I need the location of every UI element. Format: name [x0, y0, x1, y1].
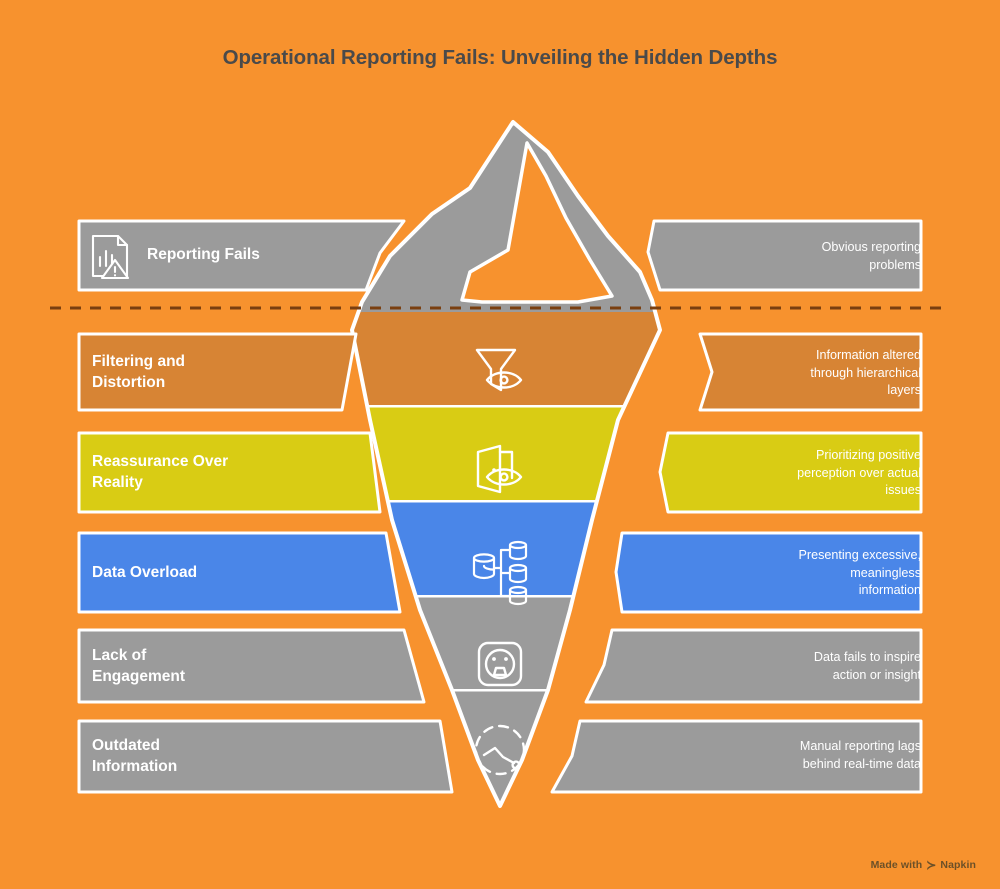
left-label-lack-of-engagement: Lack of Engagement	[92, 647, 186, 685]
power-outlet-icon	[477, 641, 523, 687]
database-tree-icon	[472, 540, 528, 606]
left-banner-reporting-fails[interactable]	[77, 219, 406, 292]
left-label-reassurance-over-reality: Reassurance Over Reality	[92, 453, 229, 491]
left-banner-data-overload[interactable]	[77, 531, 402, 614]
dashed-clock-icon	[474, 724, 526, 776]
document-chart-warning-icon	[85, 230, 137, 282]
left-banner-filtering-and-distortion[interactable]	[77, 332, 358, 412]
left-label-outdated-information: Outdated Information	[92, 737, 178, 775]
left-label-filtering-and-distortion: Filtering and Distortion	[92, 353, 185, 391]
right-desc-data-overload: Presenting excessive, meaningless inform…	[798, 548, 921, 597]
watermark-prefix: Made with	[870, 859, 923, 871]
right-banner-data-overload[interactable]	[614, 531, 923, 614]
right-desc-filtering-and-distortion: Information altered through hierarchical…	[810, 348, 921, 397]
right-desc-lack-of-engagement: Data fails to inspire action or insight	[813, 650, 921, 682]
right-desc-reassurance-over-reality: Prioritizing positive perception over ac…	[797, 448, 921, 497]
left-banner-lack-of-engagement[interactable]	[77, 628, 426, 704]
right-banner-outdated-information[interactable]	[550, 719, 923, 794]
left-banner-outdated-information[interactable]	[77, 719, 454, 794]
left-banner-reassurance-over-reality[interactable]	[77, 431, 382, 514]
napkin-watermark: Made with ≻ Napkin	[871, 859, 976, 871]
right-banner-reporting-fails[interactable]	[646, 219, 923, 292]
napkin-logo-icon: ≻	[926, 858, 937, 872]
right-banner-filtering-and-distortion[interactable]	[698, 332, 923, 412]
right-banner-lack-of-engagement[interactable]	[584, 628, 923, 704]
left-label-reporting-fails: Reporting Fails	[147, 246, 260, 263]
right-desc-outdated-information: Manual reporting lags behind real-time d…	[799, 739, 921, 771]
right-desc-reporting-fails: Obvious reporting problems	[821, 240, 921, 272]
left-label-data-overload: Data Overload	[92, 564, 198, 581]
page-title: Operational Reporting Fails: Unveiling t…	[222, 46, 778, 69]
right-banner-reassurance-over-reality[interactable]	[658, 431, 923, 514]
watermark-brand: Napkin	[940, 859, 976, 871]
funnel-eye-icon	[475, 348, 523, 392]
door-eye-icon	[476, 444, 523, 494]
